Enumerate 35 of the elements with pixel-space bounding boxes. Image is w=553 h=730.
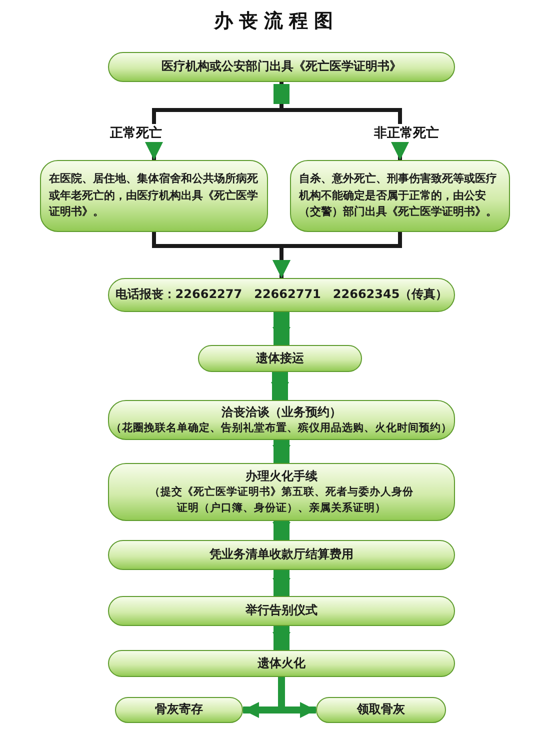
step-text: 凭业务清单收款厅结算费用 (210, 546, 354, 564)
process-box (108, 596, 455, 626)
edge-label: 正常死亡 (108, 124, 164, 142)
process-box (198, 345, 362, 372)
step-text: 在医院、居住地、集体宿舍和公共场所病死或年老死亡的，由医疗机构出具《死亡医学证明书》。 (48, 171, 259, 220)
arrow (272, 521, 290, 540)
process-box (316, 697, 446, 723)
step-text: 医疗机构或公安部门出具《死亡医学证明书》 (162, 58, 402, 76)
process-box (108, 540, 455, 570)
step-text: 洽丧洽谈（业务预约） (222, 404, 342, 421)
step-note: （提交《死亡医学证明书》第五联、死者与委办人身份证明（户口簿、身份证）、亲属关系证明） (148, 485, 414, 516)
process-box (115, 697, 243, 723)
step-text: 遗体接运 (256, 350, 304, 367)
arrow (272, 440, 290, 463)
process-box (108, 400, 455, 440)
process-box (290, 160, 510, 232)
arrow (272, 312, 290, 345)
step-text: 电话报丧：22662277 22662771 22662345（传真） (115, 286, 448, 304)
process-box (108, 52, 455, 82)
process-box (40, 160, 268, 232)
step-text: 骨灰寄存 (155, 701, 203, 718)
step-note: （花圈挽联名单确定、告别礼堂布置、殡仪用品选购、火化时间预约） (111, 421, 452, 436)
process-box (108, 650, 455, 677)
process-box (108, 463, 455, 521)
step-text: 领取骨灰 (357, 701, 405, 718)
edge-label: 非正常死亡 (372, 124, 441, 142)
step-text: 举行告别仪式 (246, 602, 318, 620)
diagram-title: 办丧流程图 (212, 9, 340, 34)
step-text: 遗体火化 (258, 654, 306, 672)
arrow (271, 372, 289, 400)
arrow (272, 626, 290, 650)
step-text: 自杀、意外死亡、刑事伤害致死等或医疗机构不能确定是否属于正常的，由公安（交警）部门出具《死亡医学证明书》。 (298, 171, 498, 220)
process-box (108, 278, 455, 312)
step-text: 办理火化手续 (246, 468, 318, 486)
arrow (272, 570, 290, 596)
